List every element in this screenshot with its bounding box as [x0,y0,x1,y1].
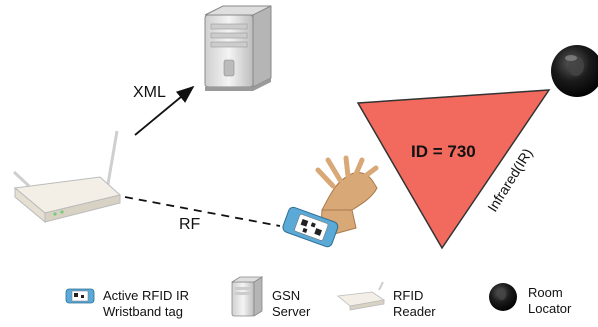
legend-rfid-reader-icon [337,281,386,311]
room-locator-device-icon [551,45,598,97]
xml-arrow [134,85,195,136]
xml-label: XML [133,84,166,101]
rf-label: RF [179,216,201,233]
rfid-reader-device-icon [12,130,122,224]
legend-wristband-tag-icon [65,288,95,304]
legend-room-locator-icon [489,283,517,311]
infrared-triangle [356,89,551,250]
wristband-with-hand-icon [282,155,379,248]
legend-server-label: GSN Server [272,288,311,319]
gsn-server-icon [204,5,272,91]
id-label: ID = 730 [411,142,476,161]
legend-reader-label: RFID Reader [393,288,436,319]
legend-server-icon [230,276,264,317]
legend-wristband-label: Active RFID IR Wristband tag [103,288,189,319]
legend-room-locator-label: Room Locator [528,285,572,316]
rf-dashed-link [124,196,281,227]
